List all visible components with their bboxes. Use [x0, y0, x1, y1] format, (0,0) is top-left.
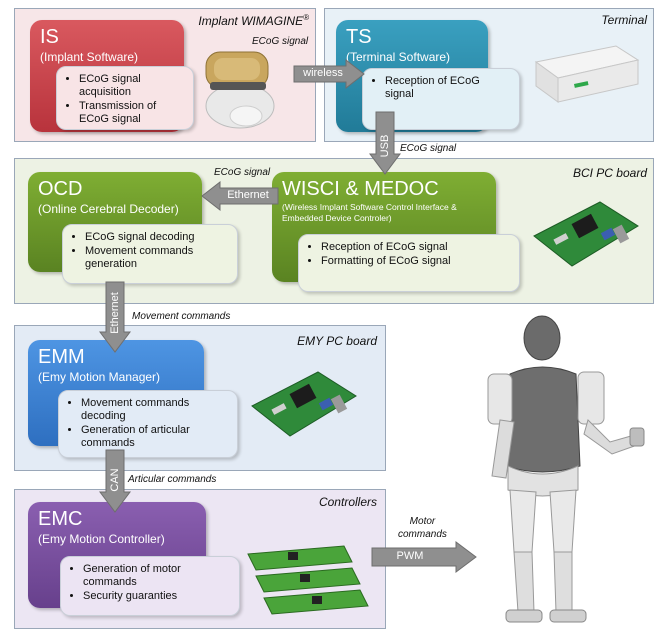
- panel-title-controllers: Controllers: [318, 495, 377, 509]
- list-item: Security guaranties: [83, 590, 231, 603]
- module-wisci-subtitle: (Wireless Implant Software Control Inter…: [282, 202, 457, 223]
- can-arrow: [99, 449, 131, 513]
- module-emc-name: EMC: [38, 508, 83, 530]
- panel-title-implant: Implant WIMAGINE®: [198, 13, 309, 28]
- wireless-arrow: [293, 58, 365, 90]
- emy-pc-board-image: [251, 371, 357, 437]
- list-item: Reception of ECoG signal: [385, 75, 511, 101]
- list-item: Generation of motor commands: [83, 563, 231, 589]
- ecog-signal-label-implant: ECoG signal: [252, 36, 309, 47]
- wireless-label: wireless: [303, 67, 343, 79]
- list-item: Formatting of ECoG signal: [321, 255, 511, 268]
- module-is-subtitle: (Implant Software): [40, 50, 139, 64]
- ethernet-label-horizontal: Ethernet: [227, 189, 269, 201]
- list-item: Movement commands decoding: [81, 397, 229, 423]
- module-is-bullets: ECoG signal acquisition Transmission of …: [56, 66, 194, 130]
- module-is-name: IS: [40, 26, 59, 48]
- bci-pc-board-image: [533, 201, 639, 267]
- usb-label: USB: [379, 134, 391, 158]
- movement-commands-label: Movement commands: [132, 311, 231, 322]
- module-ocd-subtitle: (Online Cerebral Decoder): [38, 202, 179, 216]
- list-item: Transmission of ECoG signal: [79, 100, 185, 126]
- module-emc-bullets: Generation of motor commands Security gu…: [60, 556, 240, 616]
- usb-arrow: [369, 111, 401, 175]
- ecog-signal-label-usb: ECoG signal: [400, 143, 457, 154]
- ecog-signal-label-ethernet: ECoG signal: [214, 167, 271, 178]
- list-item: ECoG signal decoding: [85, 231, 229, 244]
- module-ocd-name: OCD: [38, 178, 83, 200]
- exoskeleton-image: [487, 315, 645, 623]
- module-ts-name: TS: [346, 26, 372, 48]
- module-ts-subtitle: (Terminal Software): [346, 50, 451, 64]
- ethernet-label-vertical: Ethernet: [109, 292, 121, 334]
- ethernet-arrow-horizontal: [201, 180, 279, 212]
- can-label: CAN: [109, 468, 121, 492]
- pwm-arrow: [371, 541, 477, 573]
- list-item: Movement commands generation: [85, 245, 229, 271]
- module-emm-subtitle: (Emy Motion Manager): [38, 370, 161, 384]
- articular-commands-label: Articular commands: [128, 474, 217, 485]
- module-wisci-name: WISCI & MEDOC: [282, 178, 439, 200]
- list-item: ECoG signal acquisition: [79, 73, 185, 99]
- terminal-device-image: [534, 45, 640, 103]
- module-emm-name: EMM: [38, 346, 85, 368]
- module-wisci-bullets: Reception of ECoG signal Formatting of E…: [298, 234, 520, 292]
- panel-title-bci: BCI PC board: [572, 166, 647, 180]
- panel-title-emy: EMY PC board: [297, 334, 377, 348]
- motor-commands-label: Motor commands: [398, 516, 447, 540]
- module-emm-bullets: Movement commands decoding Generation of…: [58, 390, 238, 458]
- pwm-label: PWM: [396, 550, 424, 562]
- panel-title-terminal: Terminal: [601, 13, 647, 27]
- list-item: Reception of ECoG signal: [321, 241, 511, 254]
- module-ts-bullets: Reception of ECoG signal: [362, 68, 520, 130]
- controller-boards-image: [247, 545, 369, 615]
- list-item: Generation of articular commands: [81, 424, 229, 450]
- module-emc-subtitle: (Emy Motion Controller): [38, 532, 165, 546]
- module-ocd-bullets: ECoG signal decoding Movement commands g…: [62, 224, 238, 284]
- implant-device-image: [205, 51, 275, 129]
- ethernet-arrow-vertical: [99, 281, 131, 353]
